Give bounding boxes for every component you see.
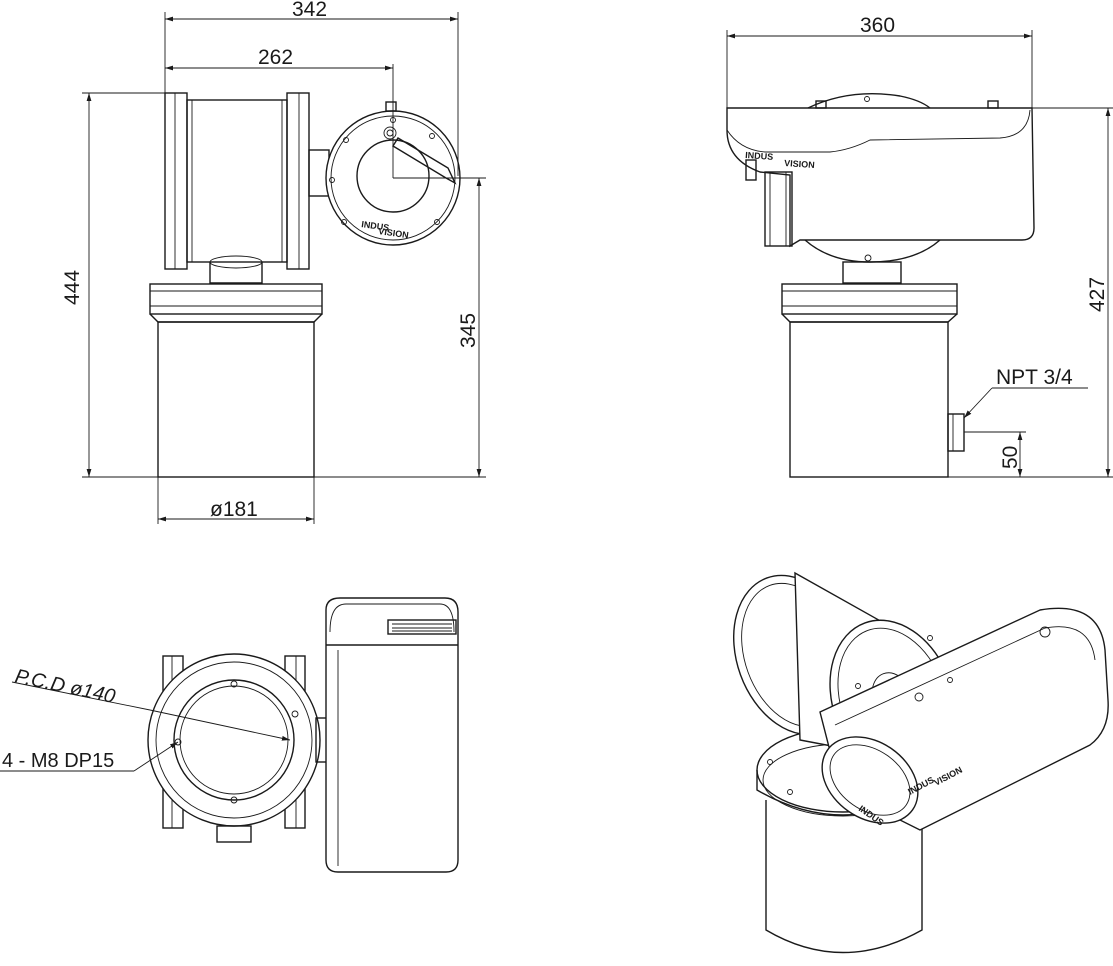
side-view: INDUS VISION 360 427 (726, 14, 1113, 478)
front-base (149, 283, 323, 478)
pcd-label: P.C.D ø140 (13, 665, 117, 708)
side-base (781, 283, 965, 478)
bolt-hole-label: 4 - M8 DP15 (2, 750, 114, 772)
dim-342-label: 342 (292, 0, 327, 21)
dim-342: 342 (164, 0, 459, 176)
side-brand-logo-line2: VISION (784, 158, 815, 170)
front-brand-logo-line1: INDUS (361, 219, 390, 233)
dim-360-label: 360 (860, 14, 895, 37)
dim-345: 345 (314, 177, 486, 478)
side-camera-housing: INDUS VISION (726, 93, 1035, 248)
front-view: INDUS VISION 342 262 444 345 (61, 0, 486, 524)
dim-262: 262 (165, 46, 394, 178)
top-tilt-housing (147, 653, 329, 843)
bolt-hole-annotation: 4 - M8 DP15 (0, 741, 179, 772)
dim-262-label: 262 (258, 46, 293, 69)
dim-50: 50 (964, 431, 1026, 477)
dim-50-label: 50 (999, 446, 1022, 469)
dim-181: ø181 (157, 477, 315, 524)
npt-leader: NPT 3/4 (963, 366, 1088, 419)
iso-camera-housing: INDUS VISION INDUS (819, 607, 1109, 831)
isometric-view: INDUS VISION INDUS (733, 571, 1109, 954)
dim-444-label: 444 (61, 270, 84, 305)
dim-181-label: ø181 (210, 498, 258, 521)
dim-427: 427 (948, 107, 1113, 478)
dim-360: 360 (726, 14, 1033, 108)
front-tilt-housing (164, 92, 330, 270)
dim-444: 444 (61, 92, 165, 478)
dim-427-label: 427 (1086, 277, 1109, 312)
front-brand-logo-line2: VISION (378, 226, 410, 240)
npt-label: NPT 3/4 (996, 366, 1073, 389)
top-camera-housing (325, 597, 459, 873)
side-brand-logo-line1: INDUS (745, 150, 774, 162)
dim-345-label: 345 (457, 313, 480, 348)
top-view: P.C.D ø140 4 - M8 DP15 (0, 597, 459, 873)
